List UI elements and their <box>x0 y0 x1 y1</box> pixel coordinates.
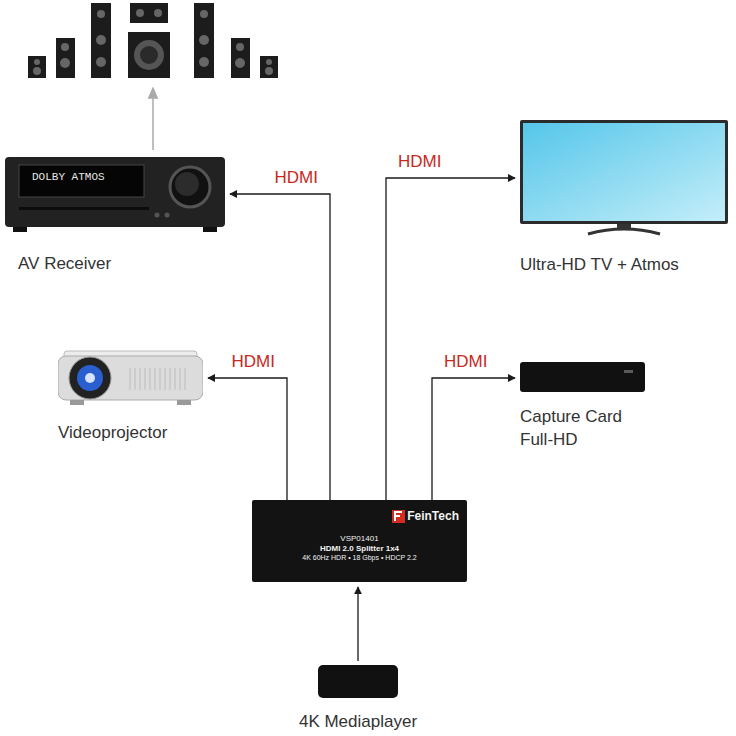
projector-lens <box>77 365 103 391</box>
cable-label: HDMI <box>442 352 489 372</box>
hdmi-cable <box>432 378 515 500</box>
speaker-cone <box>134 40 164 70</box>
projector-vent <box>140 368 141 390</box>
device-label: Ultra-HD TV + Atmos <box>520 254 730 277</box>
speaker <box>231 38 250 78</box>
speaker <box>56 38 75 78</box>
projector-vent <box>165 368 166 390</box>
speaker <box>194 3 214 78</box>
device-node: Videoprojector <box>58 350 205 445</box>
speaker-set <box>28 3 278 78</box>
projector-vent <box>180 368 181 390</box>
device-label: Videoprojector <box>58 422 205 445</box>
device-illustration <box>318 665 398 699</box>
receiver-button <box>165 213 170 218</box>
device-node: Ultra-HD TV + Atmos <box>520 120 730 277</box>
device-illustration <box>520 362 645 394</box>
receiver-button <box>155 213 160 218</box>
speaker <box>260 56 278 78</box>
receiver-body <box>5 157 225 227</box>
speaker-cone <box>60 58 70 68</box>
cable-label: HDMI <box>273 168 320 188</box>
receiver-knob <box>175 172 199 196</box>
device-label: 4K Mediaplayer <box>270 711 446 734</box>
device-node: 4K Mediaplayer <box>270 665 446 734</box>
projector-vent <box>160 368 161 390</box>
speaker-cone <box>265 67 273 75</box>
mediaplayer-body <box>318 665 398 698</box>
hdmi-cable <box>386 178 515 500</box>
speaker-cone <box>96 35 106 45</box>
device-label: 4K 60Hz HDR • 18 Gbps • HDCP 2.2 <box>252 554 467 563</box>
speaker-cone <box>199 35 209 45</box>
projector-foot <box>70 400 84 405</box>
device-illustration <box>5 155 225 233</box>
speaker-cone <box>96 57 106 67</box>
speaker-cone <box>200 10 208 18</box>
device-node: Capture Card Full-HD <box>520 362 660 452</box>
hdmi-cable <box>208 378 287 500</box>
tv-stand <box>588 229 660 234</box>
speaker <box>28 56 46 78</box>
display-text: DOLBY ATMOS <box>32 171 105 183</box>
tv-bezel <box>520 120 728 224</box>
projector-lens <box>69 357 111 399</box>
cable-label: HDMI <box>396 152 443 172</box>
device-label: Capture Card Full-HD <box>520 406 640 452</box>
device-label: VSP01401 <box>252 534 467 544</box>
speaker-cone <box>266 59 272 65</box>
speaker-cone <box>97 10 105 18</box>
receiver-display <box>19 165 144 197</box>
receiver-foot <box>13 227 27 232</box>
brand-mark <box>392 510 405 523</box>
speaker <box>130 3 168 23</box>
device-illustration <box>58 350 203 406</box>
subwoofer <box>128 32 170 78</box>
speaker-cone <box>199 57 209 67</box>
projector-vent <box>170 368 171 390</box>
speaker-cone <box>154 9 162 17</box>
device-label: AV Receiver <box>5 253 218 276</box>
speaker-cone <box>136 9 144 17</box>
projector-vent <box>155 368 156 390</box>
capture-card-body <box>520 362 645 392</box>
speaker-cone <box>235 58 245 68</box>
capture-card-light <box>624 370 633 373</box>
projector-vent <box>130 368 131 390</box>
projector-foot <box>177 400 191 405</box>
receiver-slot <box>19 207 149 210</box>
projector-vent <box>150 368 151 390</box>
speaker-cone <box>34 59 40 65</box>
projector-vent <box>145 368 146 390</box>
receiver-knob <box>170 167 210 207</box>
brand-mark <box>392 510 405 523</box>
brand-logo: FeinTech <box>392 509 459 524</box>
speaker-cone <box>236 43 244 51</box>
splitter-box: FeinTechVSP01401HDMI 2.0 Splitter 1x44K … <box>252 500 467 582</box>
speaker-cone <box>33 67 41 75</box>
device-illustration <box>520 120 728 236</box>
projector-body <box>58 356 203 400</box>
projector-vent <box>175 368 176 390</box>
projector-lens <box>85 373 95 383</box>
receiver-foot <box>203 227 217 232</box>
speaker-cone <box>61 43 69 51</box>
projector-vent <box>185 368 186 390</box>
speaker-cone <box>140 46 158 64</box>
tv-screen <box>523 123 725 221</box>
speaker <box>91 3 111 78</box>
label-plate: VSP01401HDMI 2.0 Splitter 1x44K 60Hz HDR… <box>252 534 467 563</box>
audio-arrow <box>152 92 154 150</box>
projector-vent <box>135 368 136 390</box>
device-label: HDMI 2.0 Splitter 1x4 <box>252 544 467 554</box>
cable-label: HDMI <box>230 352 277 372</box>
brand-name: FeinTech <box>407 509 459 524</box>
hdmi-cable <box>357 587 358 661</box>
hdmi-cable <box>230 194 330 500</box>
brand-mark <box>395 512 402 521</box>
